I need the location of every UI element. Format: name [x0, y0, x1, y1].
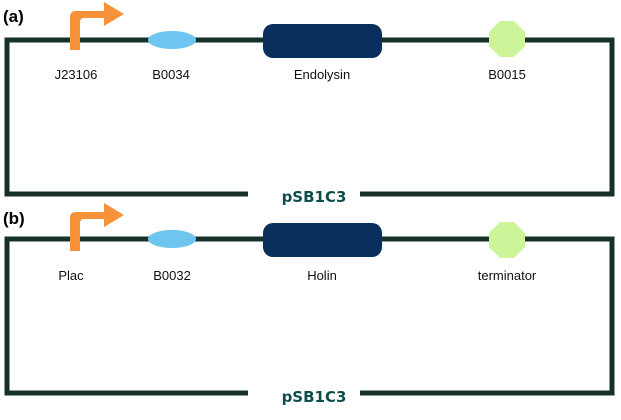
panel-a-rbs-label: B0034 [152, 67, 190, 82]
panel-a-terminator: B0015 [488, 21, 526, 82]
panel-a-backbone-label: pSB1C3 [282, 188, 347, 206]
panel-b-letter: (b) [3, 209, 25, 228]
promoter-arrow-icon [70, 203, 124, 251]
panel-b-promoter-label: Plac [58, 268, 84, 283]
panel-b-backbone-label: pSB1C3 [282, 388, 347, 406]
panel-b-rbs: B0032 [148, 230, 196, 283]
panel-b-cds-label: Holin [307, 268, 337, 283]
rbs-ellipse-icon [148, 31, 196, 49]
panel-a-terminator-label: B0015 [488, 67, 526, 82]
panel-b-circuit-wire [4, 236, 615, 396]
panel-a-cds-label: Endolysin [294, 67, 350, 82]
panel-a-cds: Endolysin [263, 24, 382, 82]
panel-a-circuit-wire [4, 37, 615, 197]
panel-b-cds: Holin [263, 223, 382, 283]
panel-b-rbs-label: B0032 [153, 268, 191, 283]
rbs-ellipse-icon [148, 230, 196, 248]
cds-box-icon [263, 223, 382, 257]
panel-b-terminator-label: terminator [478, 268, 537, 283]
cds-box-icon [263, 24, 382, 58]
panel-b-terminator: terminator [478, 222, 537, 283]
panel-a-letter: (a) [3, 7, 24, 26]
terminator-octagon-icon [489, 222, 525, 258]
terminator-octagon-icon [489, 21, 525, 57]
panel-b: (b) Plac B0032 Holin terminator pSB1C3 [3, 203, 615, 406]
panel-a-rbs: B0034 [148, 31, 196, 82]
promoter-arrow-icon [70, 2, 124, 50]
panel-a-promoter-label: J23106 [55, 67, 98, 82]
panel-b-promoter: Plac [58, 203, 124, 283]
panel-a: (a) J23106 B0034 Endolysin B0015 pSB1C3 [3, 2, 615, 206]
panel-a-promoter: J23106 [55, 2, 124, 82]
